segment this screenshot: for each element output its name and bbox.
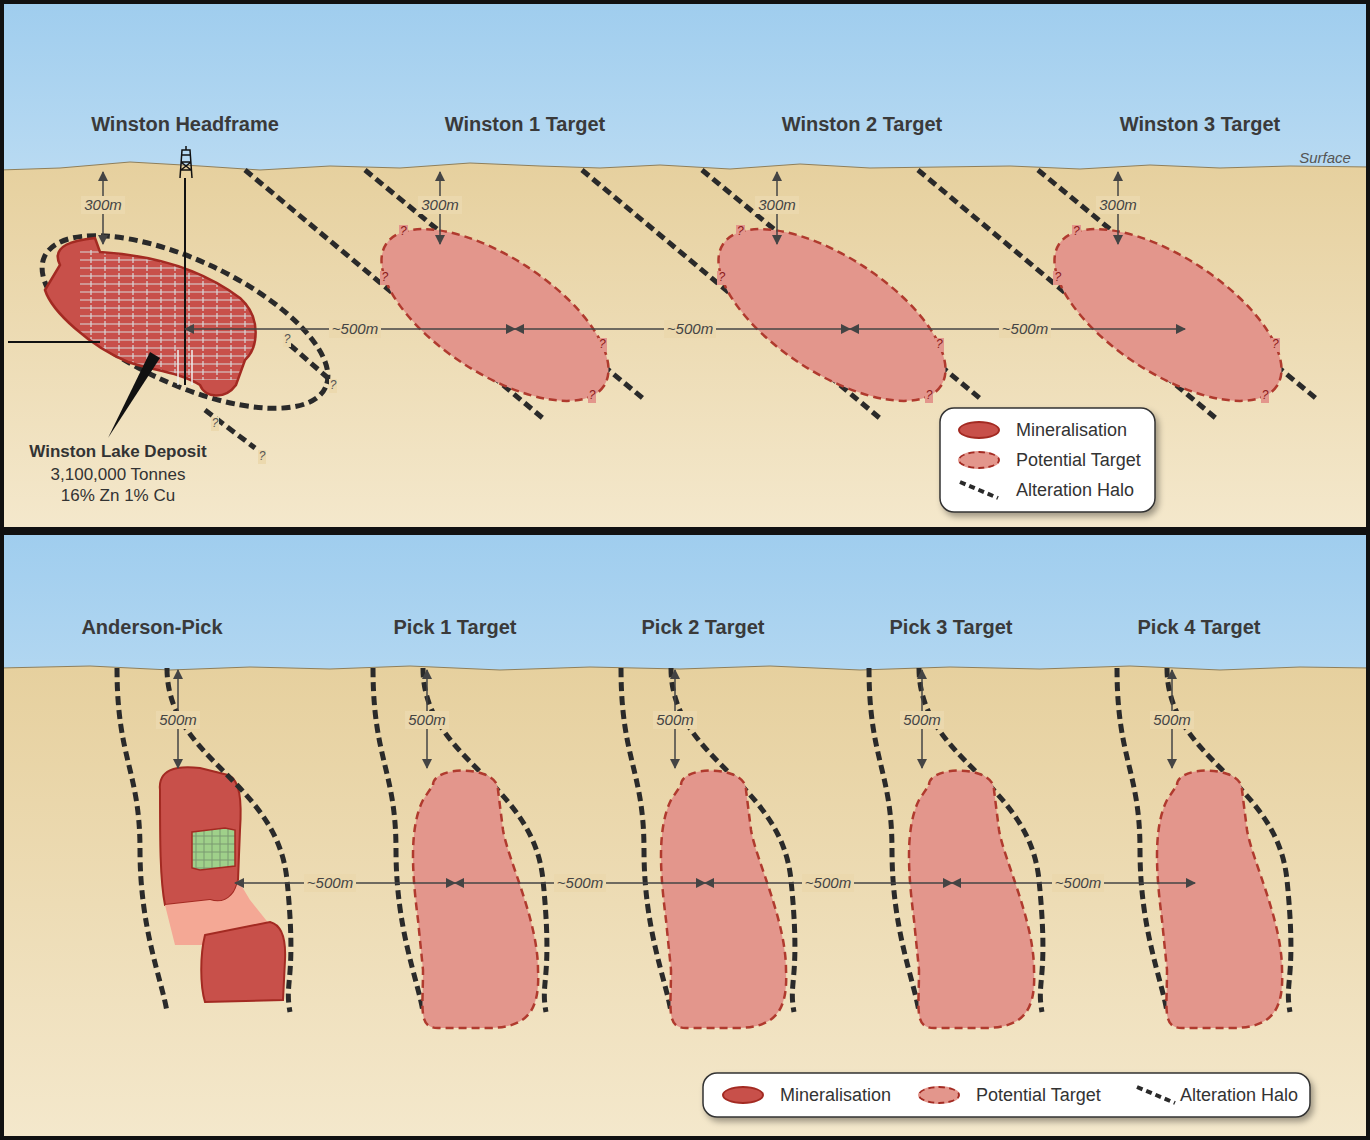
legend-line-sample	[1137, 1087, 1175, 1103]
surface-label: Surface	[1299, 149, 1351, 166]
uncertainty-mark: ?	[1261, 389, 1270, 403]
dimension-label: ~500m	[664, 320, 716, 337]
legend-text: Alteration Halo	[1180, 1085, 1298, 1106]
potential-target	[1027, 196, 1308, 435]
legend-swatch	[958, 451, 1000, 469]
dimension-label: ~500m	[554, 874, 606, 891]
dimension-label: 500m	[1150, 711, 1194, 728]
heading-label: Winston 2 Target	[782, 113, 943, 136]
dimension-label: 500m	[653, 711, 697, 728]
dimension-label: ~500m	[802, 874, 854, 891]
dimension-label: ~500m	[999, 320, 1051, 337]
legend-text: Potential Target	[976, 1085, 1101, 1106]
potential-target	[413, 771, 538, 1028]
dimension-label: 500m	[405, 711, 449, 728]
dimension-label: 300m	[81, 196, 125, 213]
uncertainty-mark: ?	[736, 225, 745, 239]
legend-text: Mineralisation	[780, 1085, 891, 1106]
heading-label: Anderson-Pick	[81, 616, 222, 639]
uncertainty-mark: ?	[1053, 271, 1062, 285]
dimension-label: ~500m	[304, 874, 356, 891]
uncertainty-mark: ?	[588, 389, 597, 403]
uncertainty-mark: ?	[380, 271, 389, 285]
uncertainty-mark: ?	[258, 450, 267, 464]
potential-target	[661, 771, 786, 1028]
legend-swatch	[958, 421, 1000, 439]
legend-swatch	[722, 1086, 764, 1104]
deposit-note: 3,100,000 Tonnes	[51, 465, 186, 485]
heading-label: Pick 2 Target	[641, 616, 764, 639]
potential-target	[1157, 771, 1282, 1028]
potential-target	[909, 771, 1034, 1028]
heading-label: Pick 1 Target	[393, 616, 516, 639]
heading-label: Pick 4 Target	[1137, 616, 1260, 639]
legend-swatch	[918, 1086, 960, 1104]
heading-label: Winston Headframe	[91, 113, 279, 136]
dimension-label: 300m	[418, 196, 462, 213]
uncertainty-mark: ?	[1271, 338, 1280, 352]
potential-target	[691, 196, 972, 435]
dimension-label: ~500m	[329, 320, 381, 337]
uncertainty-mark: ?	[399, 225, 408, 239]
uncertainty-mark: ?	[283, 333, 292, 347]
uncertainty-mark: ?	[329, 379, 338, 393]
legend-text: Mineralisation	[1016, 420, 1127, 441]
uncertainty-mark: ?	[925, 389, 934, 403]
dimension-label: 300m	[755, 196, 799, 213]
dimension-label: 500m	[900, 711, 944, 728]
uncertainty-mark: ?	[598, 338, 607, 352]
heading-label: Pick 3 Target	[889, 616, 1012, 639]
uncertainty-mark: ?	[211, 417, 220, 431]
uncertainty-mark: ?	[935, 338, 944, 352]
heading-label: Winston 3 Target	[1120, 113, 1281, 136]
dimension-label: 500m	[156, 711, 200, 728]
potential-target	[354, 196, 635, 435]
dimension-label: ~500m	[1052, 874, 1104, 891]
dimension-label: 300m	[1096, 196, 1140, 213]
deposit-name: Winston Lake Deposit	[29, 442, 206, 462]
uncertainty-mark: ?	[717, 271, 726, 285]
legend-line-sample	[960, 482, 998, 498]
heading-label: Winston 1 Target	[445, 113, 606, 136]
legend-text: Alteration Halo	[1016, 480, 1134, 501]
legend-text: Potential Target	[1016, 450, 1141, 471]
deposit-note: 16% Zn 1% Cu	[61, 486, 175, 506]
uncertainty-mark: ?	[1072, 225, 1081, 239]
